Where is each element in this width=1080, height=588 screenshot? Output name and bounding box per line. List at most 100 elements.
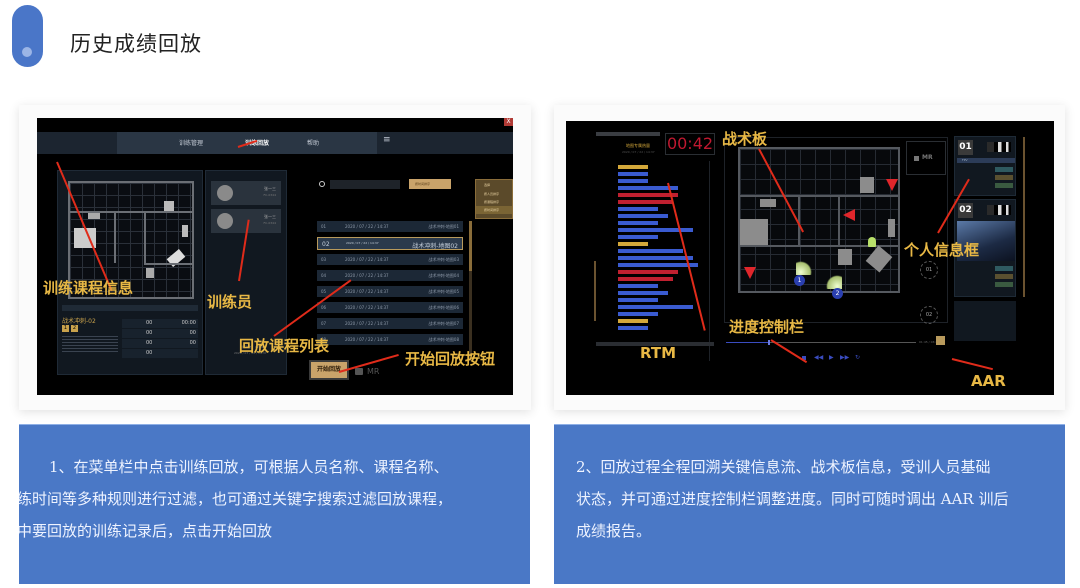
menu-icon[interactable]: ≡ bbox=[383, 135, 391, 145]
fpv-video[interactable] bbox=[957, 221, 1015, 261]
log-entry bbox=[618, 228, 693, 232]
replay-icon[interactable]: ↻ bbox=[855, 354, 861, 361]
log-entry bbox=[618, 249, 683, 253]
description-line: 状态，并可通过进度控制栏调整进度。同时可随时调出 AAR 训后 bbox=[576, 490, 1009, 508]
right-screenshot-card: 地图专属热量 2020 / 07 / 22 / 14:37 00:42 bbox=[554, 105, 1065, 410]
sort-dropdown[interactable]: 选择 按人员排序 按课程排序 按时间排序 bbox=[475, 179, 513, 219]
info-box-01: 01 FPV bbox=[954, 136, 1016, 196]
search-icon[interactable] bbox=[319, 181, 325, 187]
sort-option[interactable]: 按时间排序 bbox=[476, 206, 512, 214]
page-title: 历史成绩回放 bbox=[70, 32, 202, 56]
stat-chip bbox=[995, 167, 1013, 172]
map-wall bbox=[114, 213, 116, 263]
progress-time: 01:45 / 03:25 bbox=[919, 340, 940, 344]
log-entry bbox=[618, 326, 648, 330]
avatar bbox=[217, 213, 233, 229]
play-icon[interactable]: ▶ bbox=[829, 354, 834, 361]
description-line: 成绩报告。 bbox=[576, 522, 652, 540]
map-wall bbox=[70, 211, 194, 213]
list-scrollbar[interactable] bbox=[469, 221, 472, 361]
left-screenshot-card: X 训练管理 训练回放 帮助 ≡ 战术冲刺-02 bbox=[19, 105, 531, 410]
stop-icon[interactable] bbox=[802, 356, 806, 360]
trainee-number: 02 bbox=[958, 203, 973, 218]
vision-cone bbox=[826, 275, 842, 289]
filter-dropdown[interactable]: 按时间排序 bbox=[409, 179, 451, 189]
search-input[interactable] bbox=[330, 180, 400, 189]
tactical-board: 1 2 bbox=[738, 147, 900, 299]
right-scrollbar[interactable] bbox=[1023, 137, 1025, 297]
trainee-id: FC-0344 bbox=[263, 193, 276, 197]
description-line: 练时间等多种规则进行过滤，也可通过关键字搜索过滤回放课程， bbox=[19, 490, 453, 508]
stat-row: 00 00 bbox=[122, 329, 198, 338]
trainee-number: 01 bbox=[958, 140, 973, 155]
start-replay-button[interactable]: 开始回放 bbox=[309, 360, 349, 380]
aar-button[interactable] bbox=[936, 336, 945, 345]
header-accent-dot bbox=[22, 47, 32, 57]
stat-chip bbox=[995, 266, 1013, 271]
trainee-panel: 张一三 FC-0344 张一三 FC-0344 训练时长：02:59 2020 … bbox=[205, 170, 287, 375]
trainee-circle-01[interactable]: 01 bbox=[920, 261, 938, 279]
map-wall bbox=[798, 195, 800, 245]
rtm-header-bar bbox=[596, 132, 660, 136]
description-line: 2、回放过程全程回溯关键信息流、战术板信息，受训人员基础 bbox=[576, 458, 991, 476]
rewind-icon[interactable]: ◀◀ bbox=[814, 354, 824, 361]
info-box-empty bbox=[954, 301, 1016, 341]
map-object bbox=[760, 199, 776, 207]
progress-fill bbox=[726, 342, 768, 343]
log-entry bbox=[618, 242, 648, 246]
fast-forward-icon[interactable]: ▶▶ bbox=[840, 354, 850, 361]
trainee-name: 张一三 bbox=[264, 214, 276, 219]
menu-bar: 训练管理 训练回放 帮助 ≡ bbox=[37, 132, 513, 154]
rtm-scrollbar[interactable] bbox=[594, 261, 596, 321]
menu-training-replay[interactable]: 训练回放 bbox=[245, 140, 270, 147]
vision-cone bbox=[796, 261, 812, 275]
log-entry bbox=[618, 214, 668, 218]
trainee-marker-2: 2 bbox=[832, 288, 843, 299]
sort-selected[interactable]: 选择 bbox=[484, 183, 491, 187]
menu-training-management[interactable]: 训练管理 bbox=[179, 140, 204, 147]
log-entry bbox=[618, 291, 668, 295]
replay-playback-screenshot: 地图专属热量 2020 / 07 / 22 / 14:37 00:42 bbox=[566, 121, 1054, 395]
stat-value: 00 bbox=[146, 340, 153, 346]
lock-icon bbox=[914, 156, 919, 161]
map-object bbox=[888, 219, 895, 237]
close-button[interactable]: X bbox=[504, 118, 513, 126]
progress-handle[interactable] bbox=[767, 340, 770, 345]
trainee-card[interactable]: 张一三 FC-0344 bbox=[211, 181, 281, 205]
map-object bbox=[740, 219, 768, 245]
sort-option[interactable]: 按课程排序 bbox=[484, 200, 500, 204]
trainee-name: 张一三 bbox=[264, 186, 276, 191]
log-entry bbox=[618, 179, 648, 183]
trainee-circle-02[interactable]: 02 bbox=[920, 306, 938, 324]
map-object bbox=[860, 177, 874, 193]
stat-value: 00 bbox=[189, 330, 196, 336]
annotation-aar: AAR bbox=[971, 372, 1006, 390]
progress-track[interactable] bbox=[726, 340, 916, 345]
fpv-bar[interactable]: FPV bbox=[957, 158, 1015, 163]
sort-option[interactable]: 按人员排序 bbox=[484, 192, 500, 196]
description-line: 1、在菜单栏中点击训练回放，可根据人员名称、课程名称、 bbox=[49, 458, 449, 476]
log-entry bbox=[618, 200, 673, 204]
menu-help[interactable]: 帮助 bbox=[307, 140, 320, 147]
left-description: 1、在菜单栏中点击训练回放，可根据人员名称、课程名称、 练时间等多种规则进行过滤… bbox=[19, 424, 530, 584]
mr-box[interactable]: MR bbox=[906, 141, 946, 175]
training-replay-screenshot: X 训练管理 训练回放 帮助 ≡ 战术冲刺-02 bbox=[37, 118, 513, 395]
annotation-start-button: 开始回放按钮 bbox=[405, 350, 496, 368]
stat-value: 00 bbox=[146, 330, 153, 336]
map-object bbox=[146, 268, 154, 278]
trainee-footer-date: 2020 / 07 / 22 / 14:37 bbox=[234, 351, 267, 355]
map-object bbox=[865, 245, 893, 273]
log-entry bbox=[618, 284, 658, 288]
lock-icon bbox=[355, 368, 363, 375]
annotation-info-box: 个人信息框 bbox=[904, 241, 980, 259]
